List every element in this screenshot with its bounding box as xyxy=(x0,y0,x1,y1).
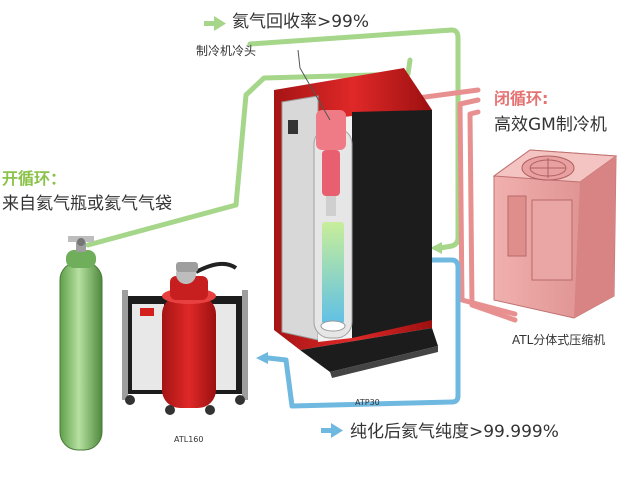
purity-label: 纯化后氦气纯度>99.999% xyxy=(350,422,559,442)
atp30-cabinet xyxy=(274,68,438,378)
cold-head-label: 制冷机冷头 xyxy=(196,44,257,58)
arrow-right-icon xyxy=(204,16,226,31)
helium-cylinder xyxy=(59,236,103,451)
purified-flow xyxy=(265,257,461,409)
compressor-label: ATL分体式压缩机 xyxy=(512,333,606,347)
open-loop-arrowhead xyxy=(430,242,442,254)
atl-compressor xyxy=(492,149,618,319)
atl160-dewar xyxy=(122,261,248,415)
cold-head-leader xyxy=(297,49,331,121)
purified-arrowhead xyxy=(256,352,268,364)
open-loop-title: 开循环： xyxy=(2,169,67,188)
closed-loop-title: 闭循环: xyxy=(494,89,549,108)
atp30-label: ATP30 xyxy=(355,398,380,407)
arrow-right-icon xyxy=(321,423,343,438)
closed-loop-desc: 高效GM制冷机 xyxy=(494,115,607,135)
atl160-label: ATL160 xyxy=(174,435,204,444)
helium-recovery-label: 氦气回收率>99% xyxy=(232,12,370,32)
open-loop-desc: 来自氦气瓶或氦气气袋 xyxy=(2,194,172,214)
